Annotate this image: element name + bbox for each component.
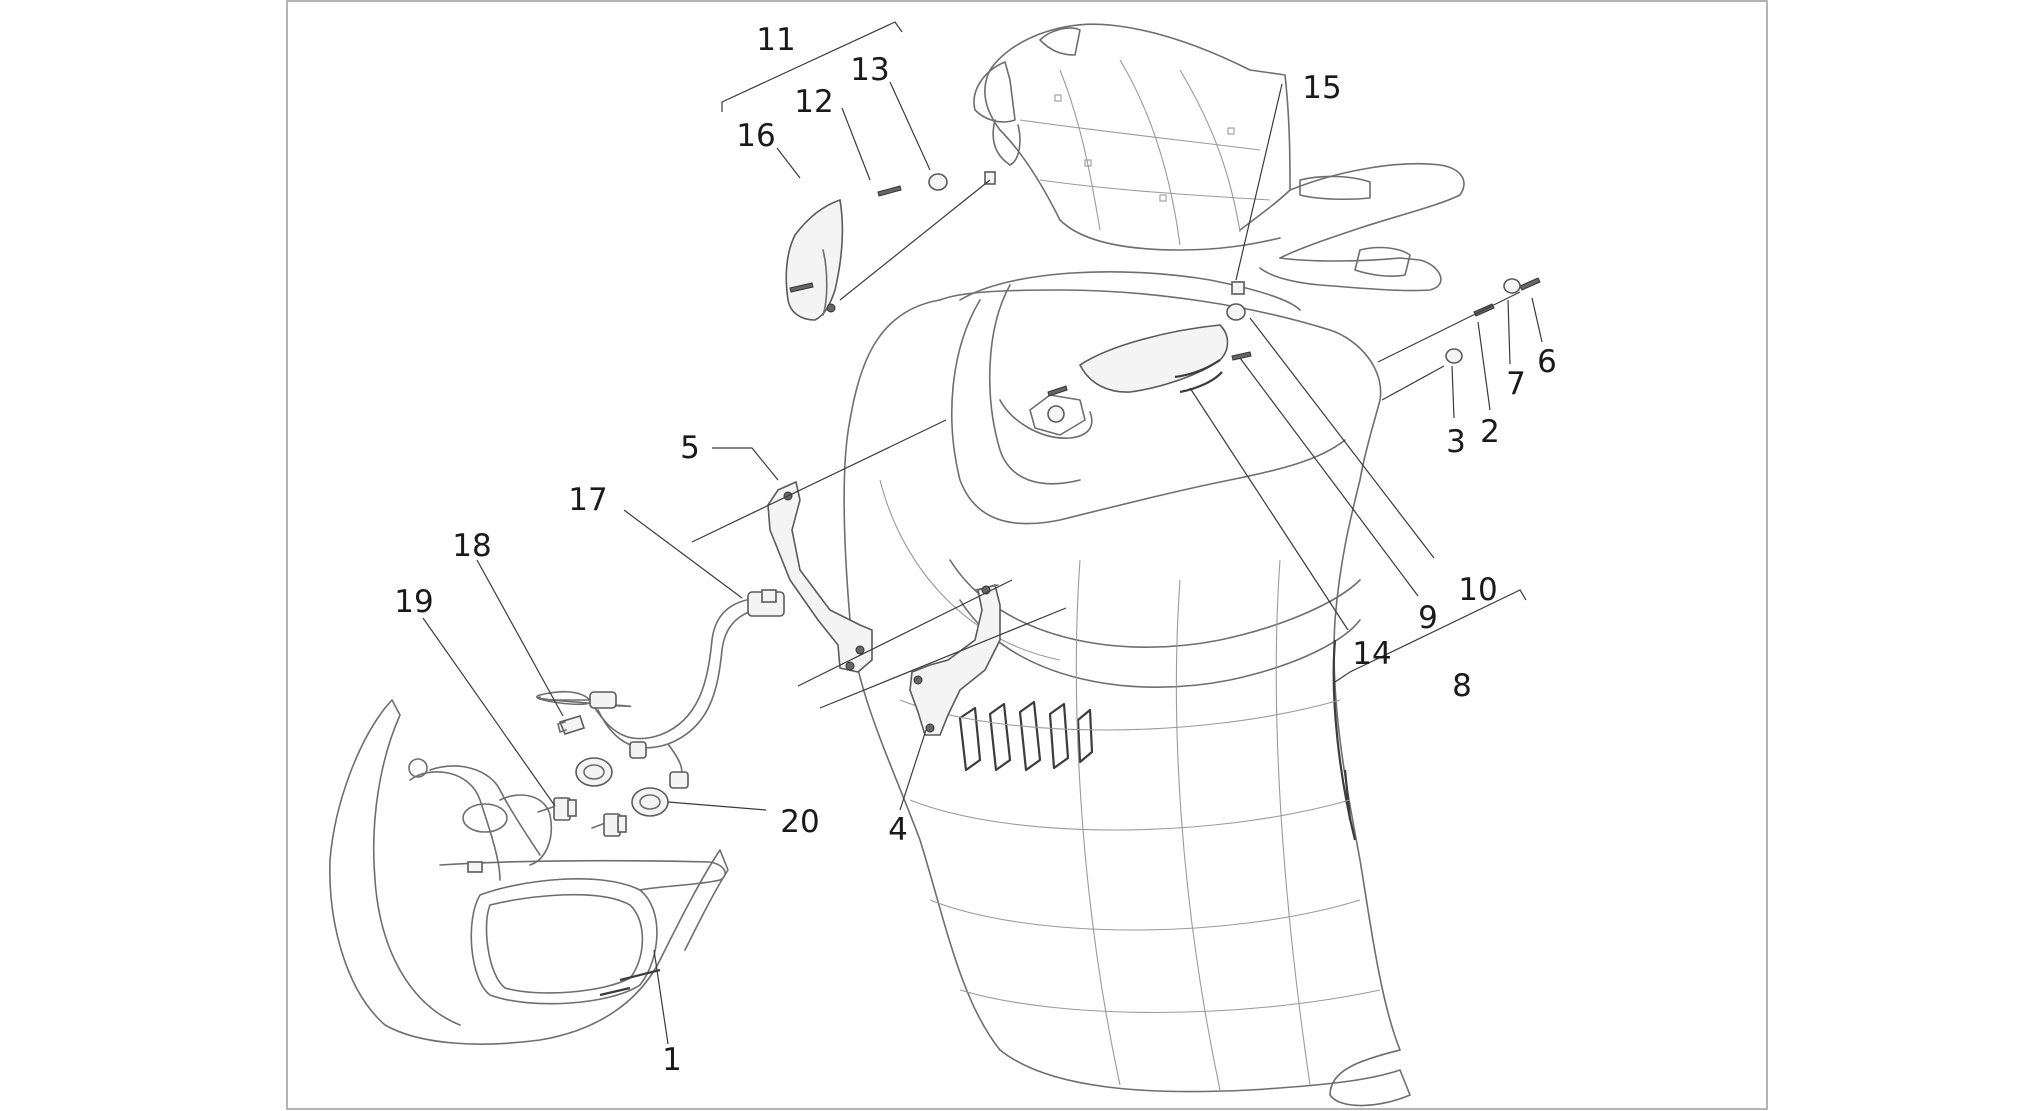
callout-16: 16 — [736, 118, 775, 154]
headlight-assembly — [329, 699, 729, 1045]
callout-13: 13 — [850, 52, 889, 88]
callout-19: 19 — [394, 584, 433, 620]
callout-17: 17 — [568, 482, 607, 518]
headlight-bulbs — [537, 797, 627, 837]
callout-12: 12 — [794, 84, 833, 120]
callout-18: 18 — [452, 528, 491, 564]
callout-labels: 1 2 3 4 5 6 7 8 9 10 11 12 13 14 15 16 1… — [394, 22, 1557, 1078]
wiring-harness — [536, 589, 785, 789]
callout-9: 9 — [1418, 600, 1438, 636]
callout-20: 20 — [780, 804, 819, 840]
callout-2: 2 — [1480, 414, 1500, 450]
bracket-4 — [909, 583, 1001, 736]
callout-11: 11 — [756, 22, 795, 58]
callout-10: 10 — [1458, 572, 1497, 608]
callout-3: 3 — [1446, 424, 1466, 460]
bulb-sockets — [575, 757, 669, 817]
callout-1: 1 — [662, 1042, 682, 1078]
inner-shield — [959, 271, 1301, 439]
callout-15: 15 — [1302, 70, 1341, 106]
callout-5: 5 — [680, 430, 700, 466]
bracket-5 — [767, 480, 873, 673]
handlebar-cover — [973, 23, 1465, 292]
callout-7: 7 — [1506, 366, 1526, 402]
small-cover-16 — [785, 198, 844, 321]
diagram-frame — [286, 0, 1768, 1110]
fasteners — [789, 171, 1541, 397]
front-shield-body — [843, 284, 1411, 1107]
bulb-small — [557, 715, 586, 735]
callout-4: 4 — [888, 812, 908, 848]
logo-badge — [1078, 324, 1229, 394]
callout-14: 14 — [1352, 636, 1391, 672]
callout-6: 6 — [1537, 344, 1557, 380]
callout-8: 8 — [1452, 668, 1472, 704]
leader-lines — [422, 21, 1543, 1045]
